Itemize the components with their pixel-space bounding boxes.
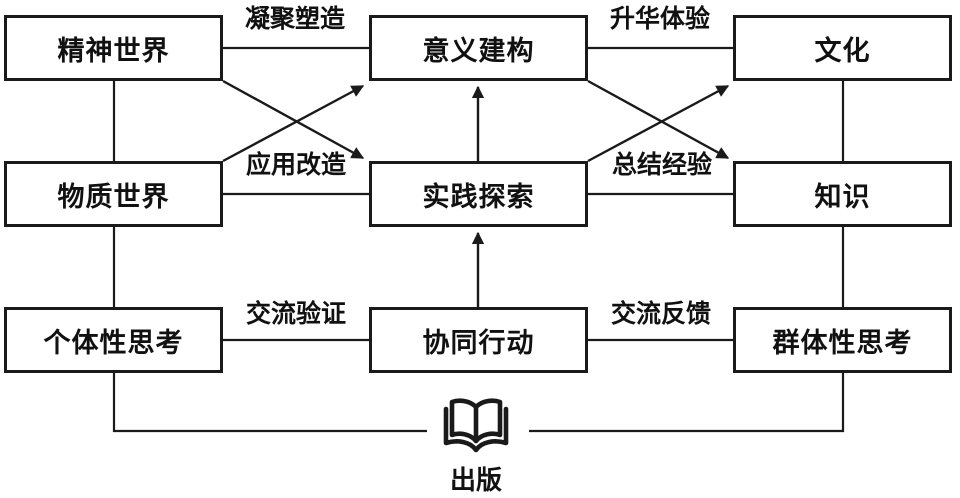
node-label: 协同行动 [422, 327, 535, 358]
node-knowledge: 知识 [733, 161, 952, 227]
node-label: 意义建构 [422, 35, 535, 66]
arrow-lines [222, 79, 730, 307]
edge-label-apply-transform: 应用改造 [245, 151, 347, 179]
publish-block: 出版 [439, 393, 513, 497]
node-label: 物质世界 [57, 181, 170, 212]
edge-label-sublimate-experience: 升华体验 [609, 5, 711, 33]
node-label: 文化 [814, 35, 871, 66]
arrow-spiritual-to-practice [222, 79, 365, 160]
node-label: 个体性思考 [43, 327, 184, 358]
node-label: 精神世界 [57, 35, 170, 66]
node-material-world: 物质世界 [4, 161, 223, 227]
node-individual-thinking: 个体性思考 [4, 307, 223, 373]
edge-label-summarize-experience: 总结经验 [611, 151, 713, 179]
edge-label-exchange-verify: 交流验证 [245, 300, 347, 328]
edge-label-condense-shape: 凝聚塑造 [244, 5, 346, 33]
node-culture: 文化 [733, 15, 952, 81]
arrow-material-to-meaning [222, 84, 365, 163]
node-practice-exploration: 实践探索 [369, 161, 588, 227]
node-label: 知识 [814, 181, 871, 212]
node-label: 实践探索 [422, 181, 535, 212]
node-meaning-construction: 意义建构 [369, 15, 588, 81]
node-group-thinking: 群体性思考 [733, 307, 952, 373]
arrow-meaning-to-knowledge [587, 79, 730, 160]
plain-connector-lines [112, 46, 845, 433]
edge-label-exchange-feedback: 交流反馈 [610, 300, 712, 328]
node-collaborative-action: 协同行动 [369, 307, 588, 373]
publish-label: 出版 [449, 465, 502, 495]
node-label: 群体性思考 [772, 327, 913, 358]
open-book-icon [443, 398, 509, 453]
arrow-practice-to-culture [587, 84, 730, 163]
node-spiritual-world: 精神世界 [4, 15, 223, 81]
